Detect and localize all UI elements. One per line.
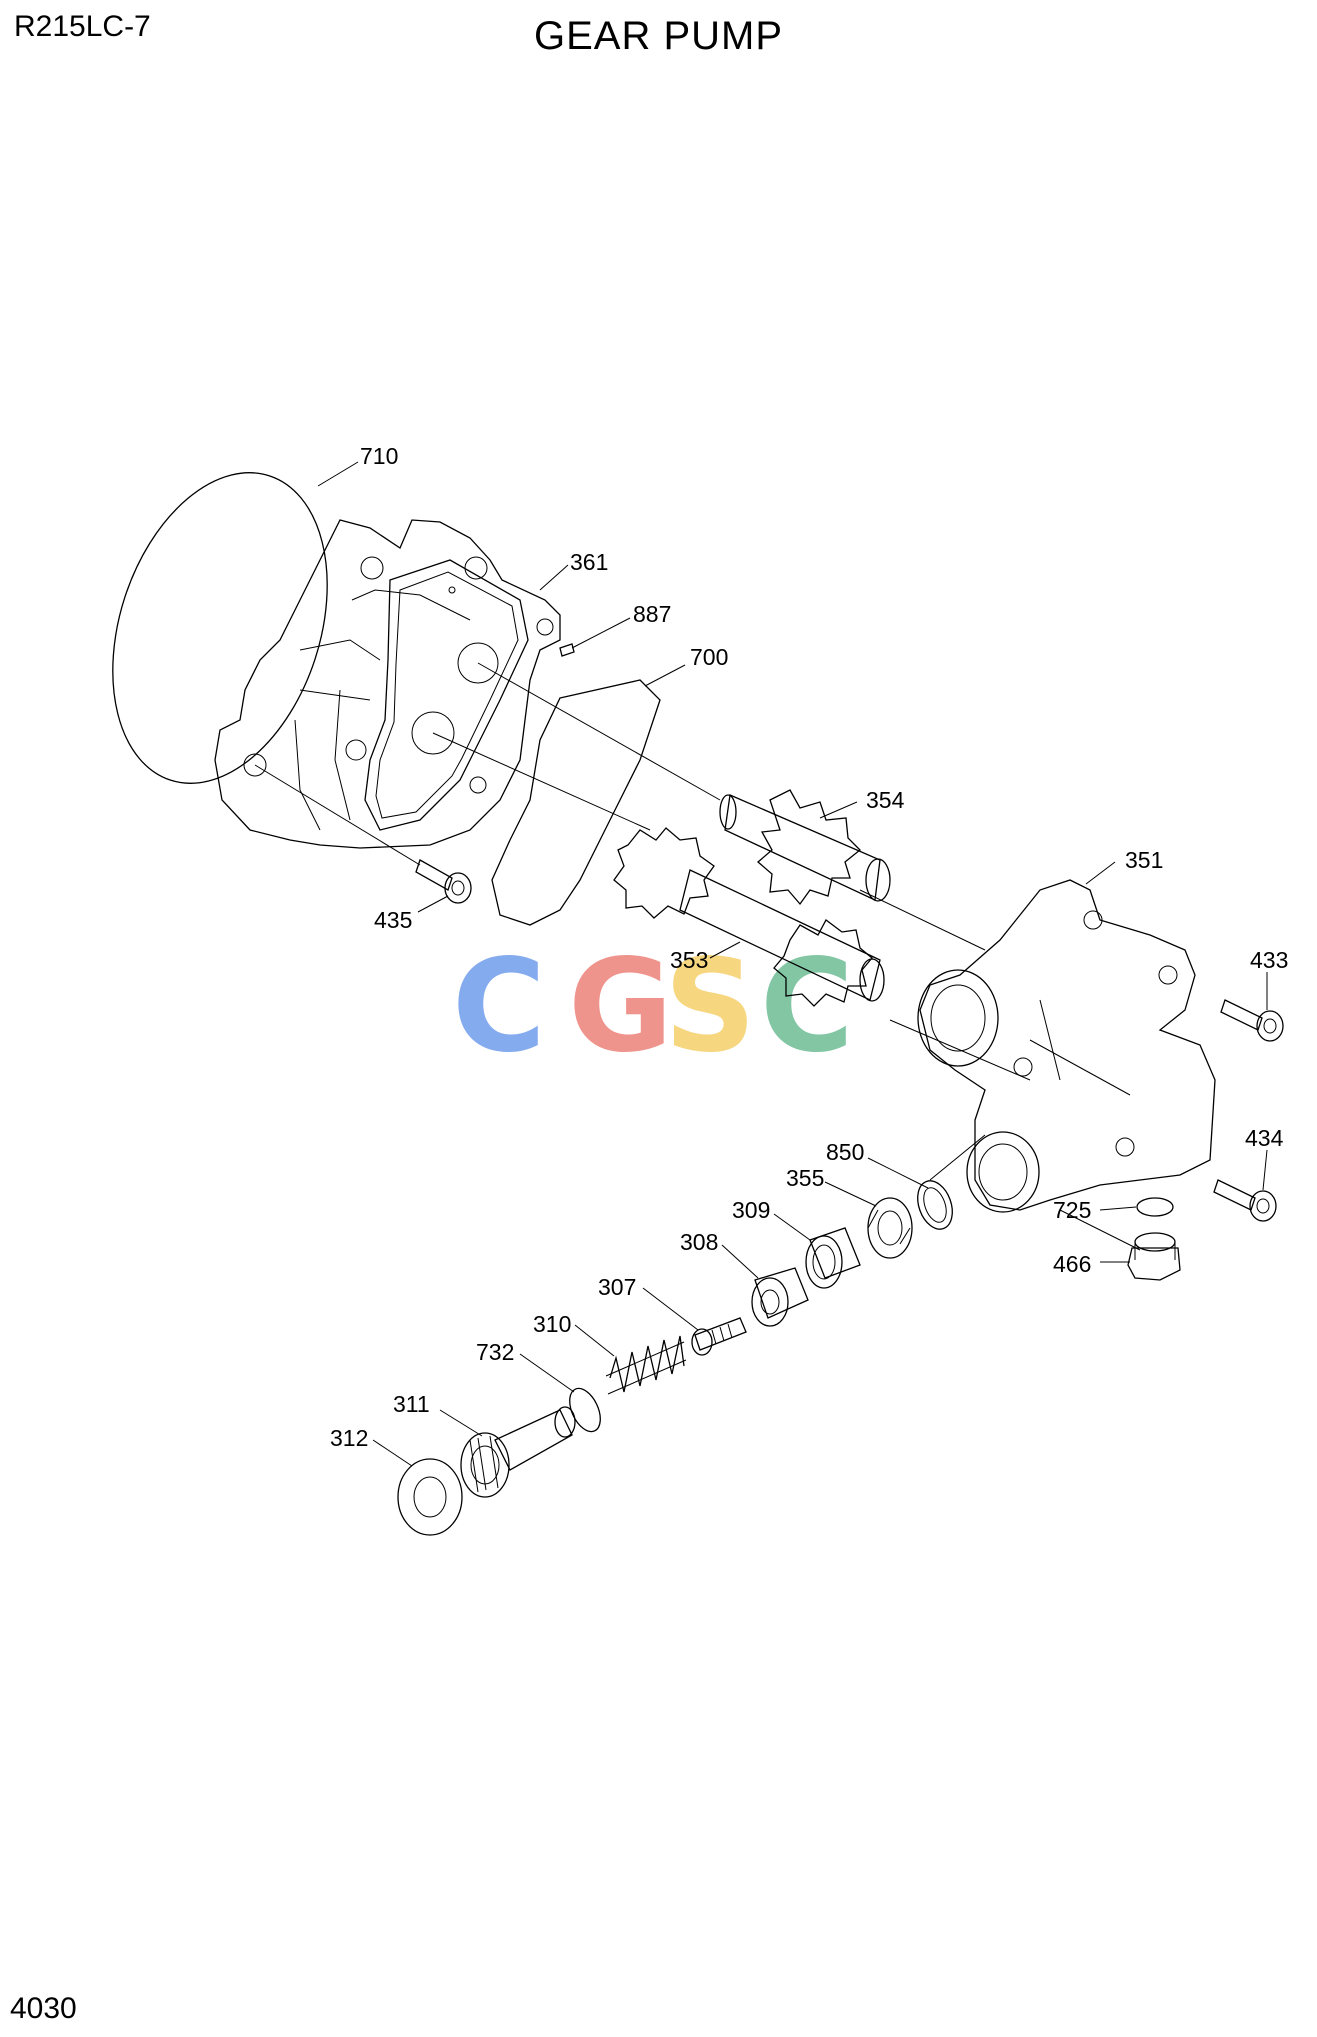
part-732-o-ring [569,1387,601,1433]
part-354-gear-shaft [719,789,891,906]
label-732: 732 [476,1339,514,1365]
part-435-bolt [415,859,472,904]
watermark-logo: C G S C [452,932,854,1081]
label-312: 312 [330,1425,368,1451]
label-361: 361 [570,549,608,575]
part-309-sleeve [805,1227,861,1289]
part-710-seal-ring [112,472,328,784]
label-311: 311 [393,1391,430,1417]
part-311-plug [460,1406,576,1498]
part-466-plug [1127,1232,1181,1281]
part-433-bolt [1220,999,1284,1042]
watermark-letter-g: G [568,932,673,1081]
page-number: 4030 [10,1992,77,2025]
label-887: 887 [633,601,671,627]
watermark-letter-c2: C [760,932,854,1081]
label-353: 353 [670,947,708,973]
label-354: 354 [866,787,905,813]
part-number-labels: 710 361 887 700 354 351 435 353 433 434 … [330,443,1288,1451]
label-725: 725 [1053,1197,1091,1223]
part-308-seat [751,1267,809,1327]
label-351: 351 [1125,847,1163,873]
part-flange-housing [214,519,561,849]
label-310: 310 [533,1311,571,1337]
label-308: 308 [680,1229,718,1255]
label-466: 466 [1053,1251,1091,1277]
part-351-pump-body [917,879,1216,1213]
label-435: 435 [374,907,412,933]
label-850: 850 [826,1139,864,1165]
label-700: 700 [690,644,728,670]
label-355: 355 [786,1165,824,1191]
label-710: 710 [360,443,398,469]
part-725-o-ring [1136,1197,1174,1217]
part-355-bearing [867,1197,913,1259]
part-700-gasket [491,679,661,926]
part-353-gear-shaft [613,827,885,1007]
label-434: 434 [1245,1125,1284,1151]
label-309: 309 [732,1197,770,1223]
part-434-bolt [1213,1179,1277,1222]
part-312-cap [397,1458,463,1536]
page-title: GEAR PUMP [533,14,784,58]
part-310-spring [605,1335,687,1395]
model-number: R215LC-7 [14,10,151,43]
part-307-poppet [691,1317,747,1356]
part-887-pin [559,643,575,657]
watermark-letter-c1: C [452,932,546,1081]
watermark-letter-s: S [664,932,756,1081]
leader-lines [317,461,1268,1467]
label-307: 307 [598,1274,636,1300]
assembly-axis-lines [254,662,1141,1251]
label-433: 433 [1250,947,1288,973]
part-850-snap-ring [917,1180,953,1230]
